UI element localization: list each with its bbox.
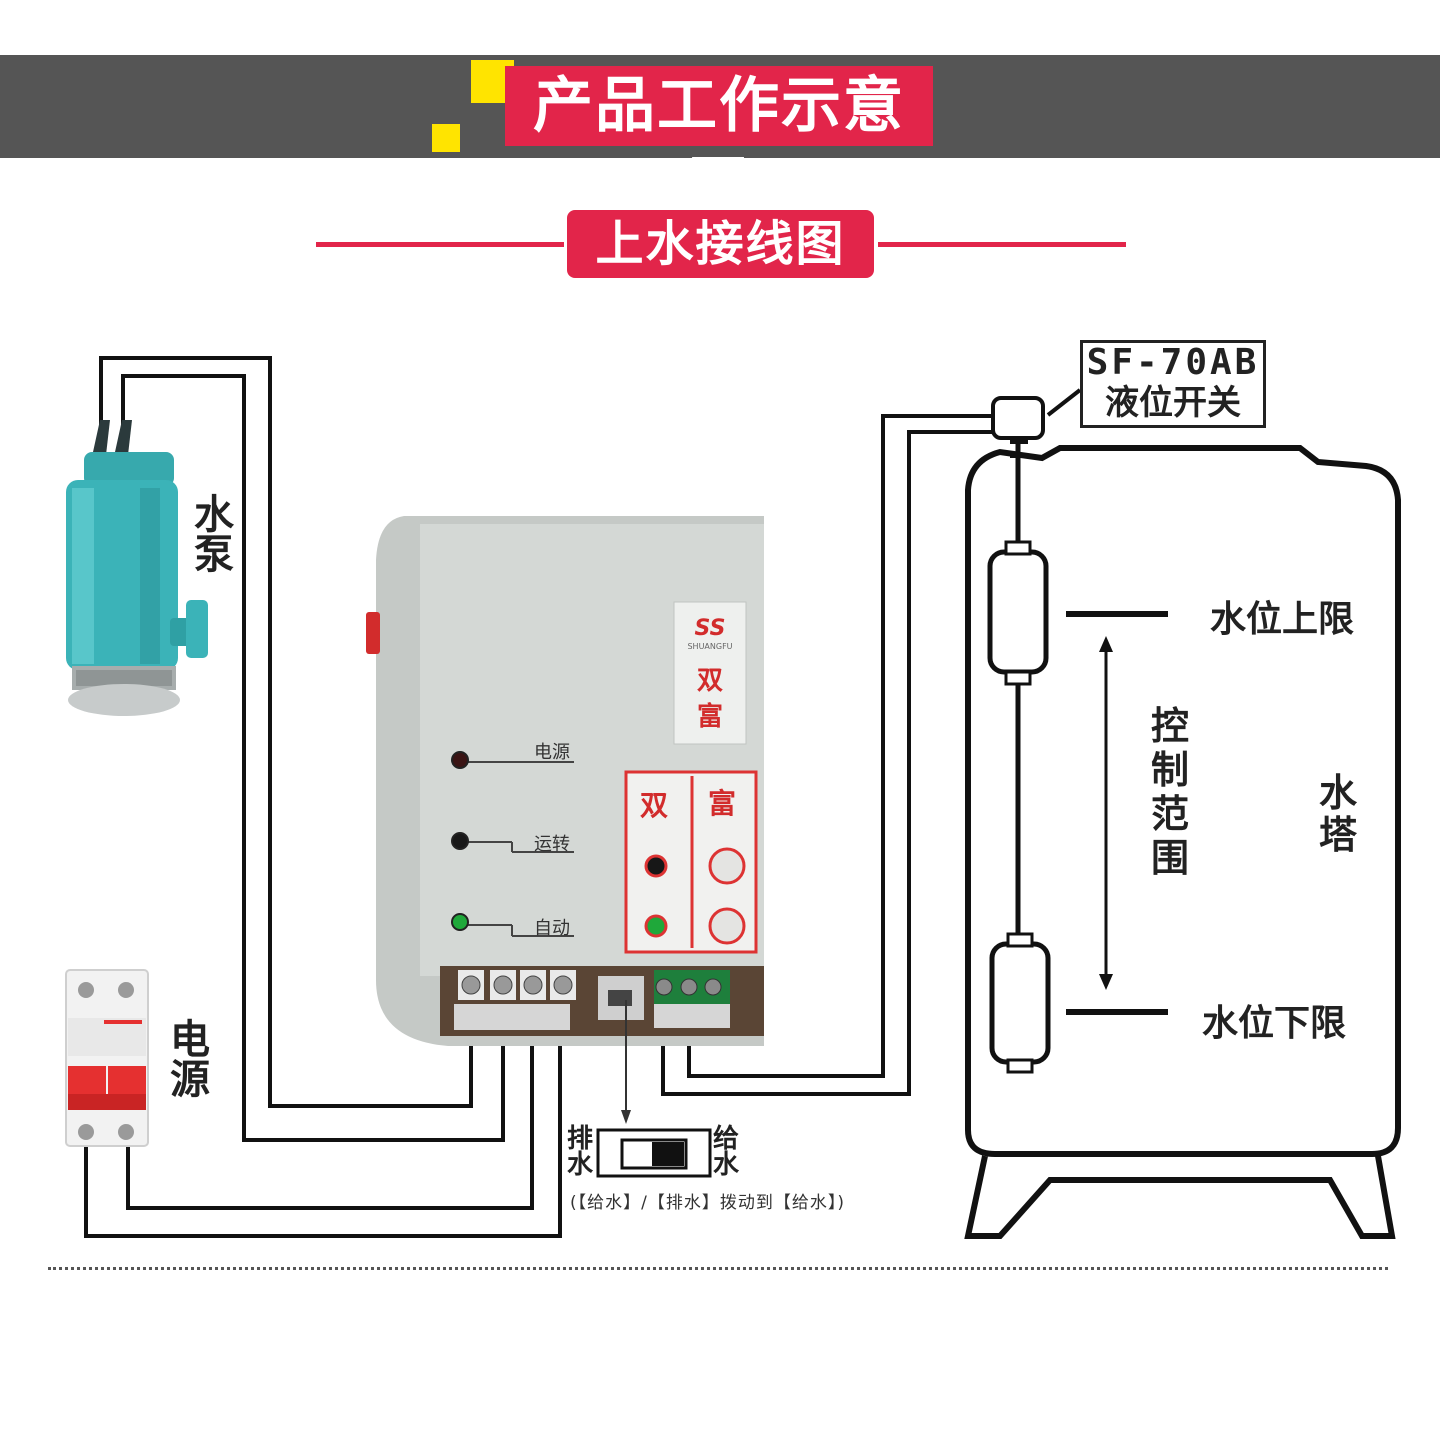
brand-cn-1: 双: [696, 666, 723, 696]
wire-power-1: [84, 1010, 562, 1238]
float-switch-name: 液位开关: [1105, 383, 1241, 423]
indicator-run-label: 运转: [534, 834, 570, 855]
indicator-auto-label: 自动: [534, 918, 570, 939]
switch-right-label: 给水: [712, 1124, 739, 1180]
panel-title-1: 双: [640, 789, 669, 822]
dip-switch-slider: [652, 1142, 684, 1166]
tower-tank: [965, 445, 1401, 1157]
wire-pump-2: [121, 374, 505, 1142]
wires: [84, 356, 1400, 1238]
switch-note: (【给水】/【排水】拨动到【给水】): [570, 1193, 845, 1213]
section-title: 上水接线图: [567, 210, 874, 278]
lower-float: [989, 941, 1051, 1065]
controller-illustration: [366, 516, 764, 1046]
tower-legs: [964, 1155, 1396, 1239]
label-pump: 水泵: [194, 492, 234, 578]
float-switch-head: [991, 396, 1045, 440]
float-switch-model: SF-70AB: [1086, 342, 1260, 383]
wire-power-2: [126, 1010, 534, 1210]
upper-limit-label: 水位上限: [1210, 599, 1355, 640]
breaker-illustration: [65, 969, 149, 1147]
label-power: 电源: [170, 1017, 210, 1103]
brand-en: SHUANGFU: [687, 642, 733, 651]
decor-square-small: [432, 124, 460, 152]
page-title: 产品工作示意图: [505, 66, 933, 221]
water-tower-drawing: [964, 445, 1401, 1239]
subtitle-rule-left: [316, 242, 564, 247]
indicator-power-label: 电源: [534, 742, 570, 763]
control-range-label: 控制范围: [1150, 704, 1189, 880]
subtitle-rule-right: [878, 242, 1126, 247]
brand-logo: SS: [694, 616, 726, 641]
water-tower-label: 水塔: [1318, 771, 1357, 857]
wire-pump-1: [99, 356, 473, 1108]
brand-cn-2: 富: [696, 702, 723, 732]
wire-float-2: [687, 414, 993, 1078]
dotted-divider: [48, 1267, 1388, 1270]
upper-float: [987, 549, 1049, 675]
model-pointer: [1046, 388, 1082, 417]
panel-title-2: 富: [708, 787, 737, 820]
pump-illustration: [66, 420, 208, 716]
wire-float-1: [661, 430, 993, 1096]
lower-limit-label: 水位下限: [1202, 1003, 1347, 1044]
switch-left-label: 排水: [566, 1124, 593, 1180]
float-switch-label: SF-70AB 液位开关: [1080, 340, 1266, 428]
